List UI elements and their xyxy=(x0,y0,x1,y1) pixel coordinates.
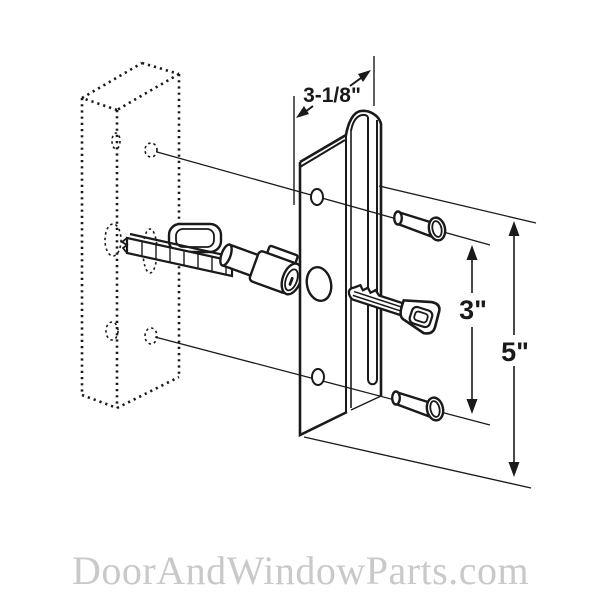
hole-spacing-label: 3" xyxy=(459,295,487,325)
door-stile-hidden-outline xyxy=(80,61,181,410)
plate-keyhole xyxy=(305,265,333,303)
arrowhead-up-right xyxy=(358,70,371,82)
plate-top-screw-hole xyxy=(310,188,324,206)
top-screw xyxy=(393,210,447,242)
dimension-hole-spacing: 3" xyxy=(459,245,487,414)
plate-height-label: 5" xyxy=(501,337,529,367)
watermark-text: DoorAndWindowParts.com xyxy=(72,548,530,593)
dimension-plate-width: 3-1/8" xyxy=(293,56,375,205)
bottom-screw xyxy=(391,390,445,422)
plate-bottom-screw-hole xyxy=(311,368,325,386)
lock-cylinder xyxy=(219,243,304,296)
dimension-plate-height: 5" xyxy=(501,221,529,477)
arrowhead-down xyxy=(466,399,478,414)
latch-rack xyxy=(120,232,234,278)
key xyxy=(347,283,441,335)
arrowhead-up xyxy=(508,221,520,236)
latch-plate-holes xyxy=(305,188,333,386)
arrowhead-up xyxy=(466,245,478,260)
key-bow xyxy=(399,299,441,335)
arrowhead-down xyxy=(508,462,520,477)
plate-width-label: 3-1/8" xyxy=(303,84,361,107)
arrowhead-down-left xyxy=(296,106,309,118)
